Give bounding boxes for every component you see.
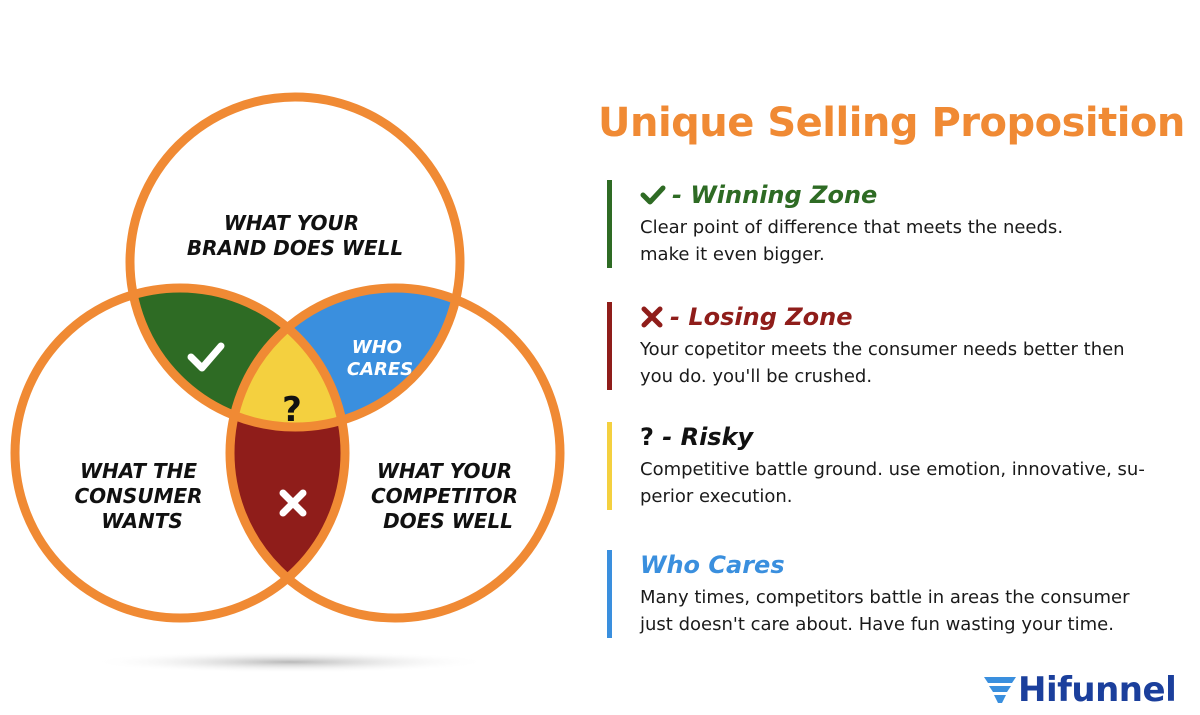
- zone-title: Risky: [680, 423, 754, 451]
- circle-brand-outline: [125, 92, 465, 432]
- check-icon: [187, 342, 225, 372]
- zone-line: you do. you'll be crushed.: [640, 366, 873, 387]
- zone-who-cares-heading: Who Cares: [640, 550, 1200, 580]
- page-title: Unique Selling Proposition: [598, 100, 1185, 146]
- diagram-shadow: [90, 651, 490, 673]
- zone-line: Competitive battle ground. use emotion, …: [640, 459, 1145, 480]
- label-consumer: WHAT THE CONSUMER WANTS: [75, 459, 210, 533]
- zone-description: Your copetitor meets the consumer needs …: [640, 336, 1200, 390]
- label-brand: WHAT YOUR BRAND DOES WELL: [187, 211, 403, 260]
- zone-description: Clear point of difference that meets the…: [640, 214, 1200, 268]
- zone-title: Winning Zone: [690, 181, 878, 209]
- zone-risky: ? - Risky Competitive battle ground. use…: [607, 422, 1200, 510]
- zone-title: Who Cares: [640, 551, 785, 579]
- zone-line: perior execution.: [640, 486, 793, 507]
- zone-winning: - Winning Zone Clear point of difference…: [607, 180, 1200, 268]
- zone-losing: - Losing Zone Your copetitor meets the c…: [607, 302, 1200, 390]
- zone-line: just doesn't care about. Have fun wastin…: [640, 614, 1114, 635]
- question-mark: ?: [282, 390, 302, 430]
- zone-prefix: -: [672, 181, 691, 209]
- zone-description: Many times, competitors battle in areas …: [640, 584, 1200, 638]
- zone-who-cares: Who Cares Many times, competitors battle…: [607, 550, 1200, 638]
- venn-diagram: WHAT YOUR BRAND DOES WELL WHAT THE CONSU…: [10, 92, 565, 673]
- region-risky: [230, 288, 345, 427]
- zone-title: Losing Zone: [688, 303, 853, 331]
- zone-line: make it even bigger.: [640, 244, 825, 265]
- zone-prefix: -: [670, 303, 689, 331]
- cross-icon: [279, 489, 307, 517]
- check-icon: [640, 185, 666, 205]
- zone-line: Clear point of difference that meets the…: [640, 217, 1064, 238]
- label-competitor: WHAT YOUR COMPETITOR DOES WELL: [371, 459, 525, 533]
- zone-prefix: -: [653, 423, 681, 451]
- circle-competitor-outline: [225, 283, 565, 623]
- circle-consumer-outline: [10, 283, 350, 623]
- label-who-cares: WHO CARES: [347, 337, 413, 380]
- logo-text: Hifunnel: [1018, 670, 1177, 710]
- question-icon: ?: [640, 423, 654, 451]
- zone-line: Your copetitor meets the consumer needs …: [640, 339, 1125, 360]
- zone-line: Many times, competitors battle in areas …: [640, 587, 1130, 608]
- brand-logo: Hifunnel: [982, 670, 1177, 710]
- cross-icon: [641, 306, 663, 328]
- funnel-icon: [984, 677, 1016, 703]
- zone-description: Competitive battle ground. use emotion, …: [640, 456, 1200, 510]
- zone-risky-heading: ? - Risky: [640, 422, 1200, 452]
- zone-winning-heading: - Winning Zone: [640, 180, 1200, 210]
- zone-losing-heading: - Losing Zone: [640, 302, 1200, 332]
